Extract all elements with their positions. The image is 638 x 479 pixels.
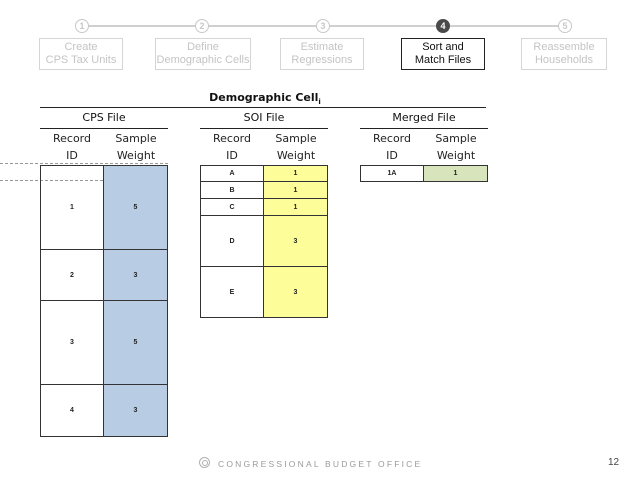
title-subscript: i <box>318 98 321 107</box>
soi-row-d-id: D <box>200 215 264 267</box>
soi-row-b-weight: 1 <box>263 181 328 199</box>
soi-row-a-weight: 1 <box>263 165 328 182</box>
cps-row-3-id: 3 <box>40 300 104 385</box>
cps-row-2-weight: 3 <box>103 249 168 301</box>
merged-row-1a-id: 1A <box>360 165 424 182</box>
merged-file-heading: Merged File <box>392 111 456 124</box>
soi-row-a-id: A <box>200 165 264 182</box>
soi-row-e-weight: 3 <box>263 266 328 318</box>
soi-row-b-id: B <box>200 181 264 199</box>
guide-dash-second <box>0 180 168 181</box>
merged-heading-rule <box>360 128 488 129</box>
step-2-box: Define Demographic Cells <box>155 38 251 70</box>
cps-row-2-id: 2 <box>40 249 104 301</box>
step-5-box: Reassemble Households <box>521 38 607 70</box>
page-number: 12 <box>608 457 620 468</box>
step-1-circle: 1 <box>75 19 89 33</box>
cps-sample-weight-header: Sample Weight <box>115 132 157 162</box>
cps-heading-rule <box>40 128 168 129</box>
step-1-box: Create CPS Tax Units <box>39 38 123 70</box>
cps-row-4-weight: 3 <box>103 384 168 437</box>
cps-row-4-id: 4 <box>40 384 104 437</box>
soi-row-d-weight: 3 <box>263 215 328 267</box>
cps-file-heading: CPS File <box>82 111 126 124</box>
merged-row-1a-weight: 1 <box>423 165 488 182</box>
soi-row-e-id: E <box>200 266 264 318</box>
step-3-box: Estimate Regressions <box>280 38 364 70</box>
title-text: Demographic Cell <box>209 91 319 104</box>
guide-dash-top <box>0 163 168 164</box>
cps-row-3-weight: 5 <box>103 300 168 385</box>
cbo-logo-icon <box>199 457 210 468</box>
soi-row-c-weight: 1 <box>263 198 328 216</box>
step-5-circle: 5 <box>558 19 572 33</box>
merged-record-id-header: Record ID <box>372 132 411 162</box>
diagram-title: Demographic Celli <box>190 91 340 106</box>
step-4-circle: 4 <box>436 19 450 33</box>
title-underline <box>40 107 486 108</box>
step-4-box: Sort and Match Files <box>401 38 485 70</box>
footer-org-name: CONGRESSIONAL BUDGET OFFICE <box>218 459 423 469</box>
merged-sample-weight-header: Sample Weight <box>435 132 477 162</box>
cps-row-1-weight: 5 <box>103 165 168 250</box>
soi-file-heading: SOI File <box>243 111 285 124</box>
step-3-circle: 3 <box>316 19 330 33</box>
step-2-circle: 2 <box>195 19 209 33</box>
soi-heading-rule <box>200 128 328 129</box>
soi-record-id-header: Record ID <box>212 132 251 162</box>
soi-row-c-id: C <box>200 198 264 216</box>
soi-sample-weight-header: Sample Weight <box>275 132 317 162</box>
cps-row-1-id: 1 <box>40 165 104 250</box>
cps-record-id-header: Record ID <box>52 132 91 162</box>
